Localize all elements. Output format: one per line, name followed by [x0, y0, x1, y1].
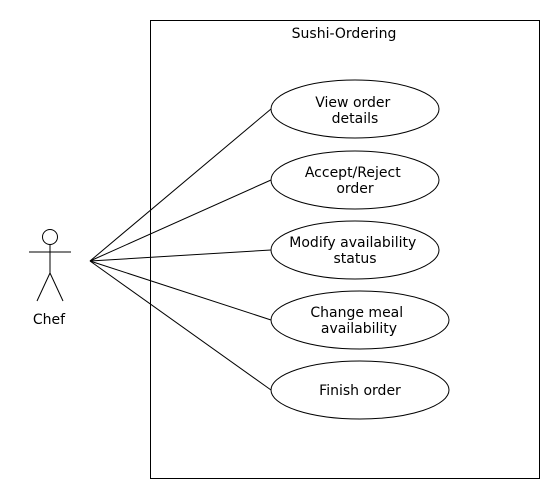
- use-case-accept-reject-order: Accept/Reject order: [270, 150, 440, 210]
- use-case-modify-availability-status: Modify availability status: [270, 220, 440, 280]
- use-case-label: Modify availability status: [289, 235, 420, 267]
- use-case-view-order-details: View order details: [270, 79, 440, 139]
- actor-chef: [29, 229, 71, 302]
- actor-left-leg: [36, 272, 51, 302]
- use-case-label: Finish order: [319, 383, 401, 399]
- use-case-ellipse: [270, 150, 440, 210]
- use-case-ellipse: [270, 290, 450, 350]
- use-case-ellipse: [270, 220, 440, 280]
- actor-right-leg: [49, 272, 64, 302]
- actor-label: Chef: [33, 312, 66, 328]
- actor-head: [42, 229, 58, 245]
- use-case-finish-order: Finish order: [270, 360, 450, 420]
- use-case-label: View order details: [315, 95, 394, 127]
- use-case-label: Accept/Reject order: [305, 165, 405, 197]
- association-line: [89, 179, 272, 262]
- use-case-ellipse: [270, 360, 450, 420]
- association-line: [89, 249, 272, 262]
- association-line: [89, 108, 272, 262]
- use-case-change-meal-availability: Change meal availability: [270, 290, 450, 350]
- association-line: [89, 260, 272, 391]
- use-case-label: Change meal availability: [310, 305, 407, 337]
- use-case-ellipse: [270, 79, 440, 139]
- association-line: [89, 260, 272, 321]
- system-title: Sushi-Ordering: [292, 26, 397, 42]
- associations: [89, 108, 272, 391]
